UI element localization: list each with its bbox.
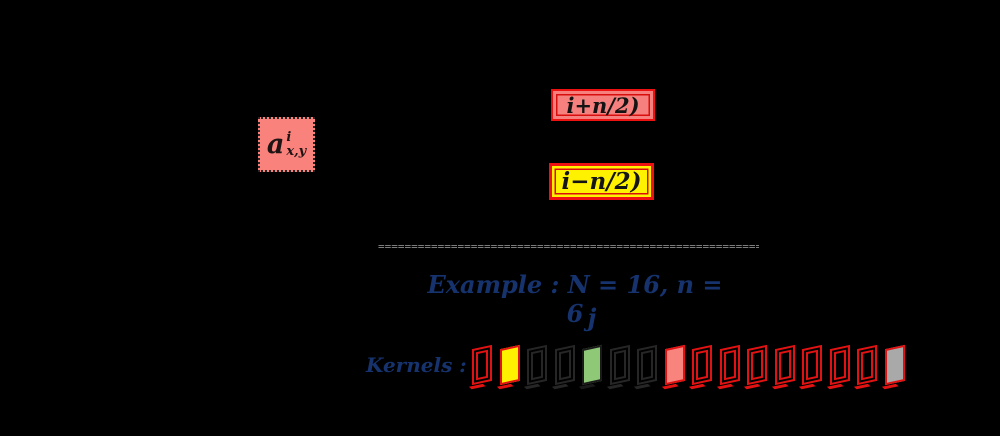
kernel-3	[527, 344, 547, 386]
kernel-12-inner-frame	[778, 349, 791, 381]
kernel-14	[829, 344, 850, 386]
kernel-1	[472, 344, 492, 386]
kernel-10-inner-frame	[723, 349, 736, 381]
kernel-6	[609, 344, 630, 386]
kernel-11	[747, 344, 767, 386]
kernel-15-inner-frame	[861, 349, 873, 381]
kernel-1-inner-frame	[476, 349, 488, 381]
kernel-15	[857, 344, 877, 386]
kernel-10	[719, 344, 740, 386]
kernels-caption: Kernels :	[366, 353, 467, 377]
equals-divider: ========================================…	[378, 241, 759, 253]
activation-base: a	[266, 129, 285, 160]
kernel-7-inner-frame	[641, 349, 653, 381]
upper-bound-text: i+n/2)	[566, 92, 640, 118]
kernel-16-last	[884, 344, 905, 386]
kernel-12	[774, 344, 795, 386]
kernels-row	[472, 344, 905, 389]
kernel-13-inner-frame	[806, 349, 818, 381]
kernel-2-lower-bound	[499, 344, 520, 386]
kernel-7	[637, 344, 657, 386]
kernel-8-upper-bound	[664, 344, 685, 386]
kernel-6-inner-frame	[613, 349, 626, 381]
activation-superscript: i	[286, 129, 292, 145]
example-label: Example : N = 16, n = 6	[427, 270, 723, 328]
kernel-3-inner-frame	[531, 349, 543, 381]
kernel-4	[554, 344, 575, 386]
lower-bound-text: i−n/2)	[561, 168, 642, 195]
kernel-11-inner-frame	[751, 349, 763, 381]
kernel-5-current-j	[582, 344, 602, 386]
activation-scripts: i x,y	[286, 131, 306, 158]
kernel-index-label: j	[587, 303, 597, 332]
activation-term-box: a i x,y	[258, 117, 315, 172]
kernel-9-inner-frame	[696, 349, 708, 381]
kernel-14-inner-frame	[833, 349, 846, 381]
upper-bound-box: i+n/2)	[551, 89, 655, 121]
lower-bound-box: i−n/2)	[549, 163, 654, 200]
activation-subscript: x,y	[286, 143, 307, 159]
kernel-9	[692, 344, 712, 386]
kernel-4-inner-frame	[558, 349, 571, 381]
kernel-13	[802, 344, 822, 386]
